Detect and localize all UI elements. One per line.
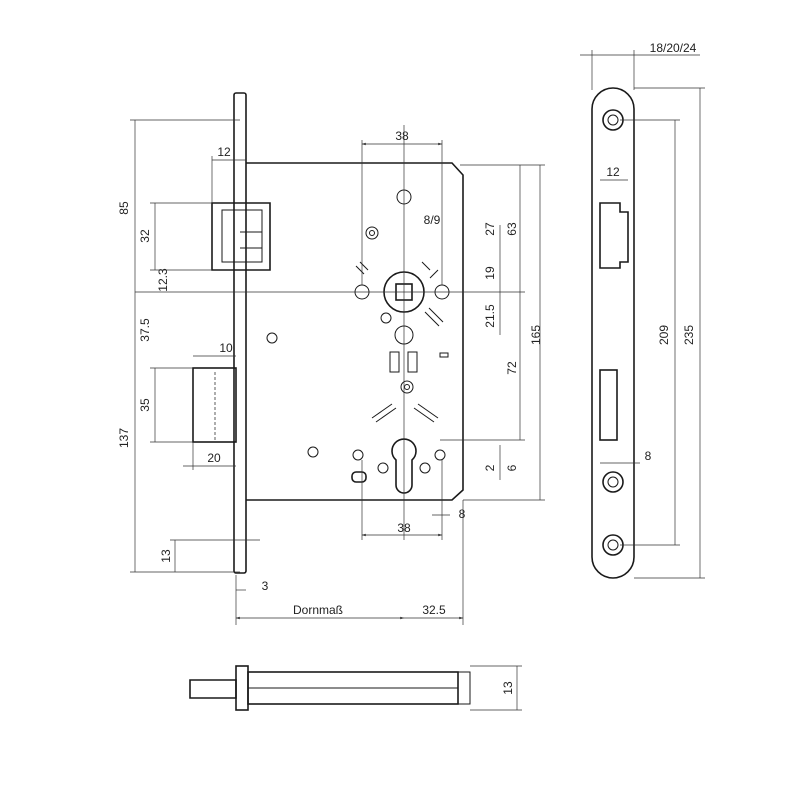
plate-latch-opening	[599, 202, 629, 269]
label-72: 72	[505, 361, 519, 375]
label-27: 27	[483, 222, 497, 236]
label-21-5: 21.5	[483, 304, 497, 328]
label-12-latch: 12	[217, 145, 231, 159]
label-10: 10	[219, 341, 233, 355]
label-6: 6	[505, 464, 519, 471]
lock-case	[246, 162, 464, 501]
hole-cyl-small-left	[377, 462, 389, 474]
rivet-left	[266, 332, 278, 344]
rivet-upper-left-center	[369, 230, 375, 236]
latch-bolt	[211, 202, 271, 271]
label-137: 137	[117, 428, 131, 448]
label-3: 3	[262, 579, 269, 593]
side-case-end	[457, 671, 471, 705]
label-8-plate: 8	[645, 449, 652, 463]
label-32-5: 32.5	[422, 603, 446, 617]
label-8-bottom: 8	[459, 507, 466, 521]
label-12-plate: 12	[606, 165, 620, 179]
dimension-lines	[130, 119, 545, 625]
plate-screw-mid	[602, 471, 624, 493]
label-32: 32	[138, 229, 152, 243]
plate-bolt-opening	[599, 369, 618, 441]
latch-detail	[221, 209, 263, 263]
label-35: 35	[138, 398, 152, 412]
label-13-side: 13	[501, 681, 515, 695]
label-38-top: 38	[395, 129, 409, 143]
label-37-5: 37.5	[138, 318, 152, 342]
lock-front-view	[135, 92, 525, 574]
slot-marks-lower	[371, 403, 439, 423]
plate-screw-mid-inner	[607, 476, 619, 488]
label-235: 235	[682, 325, 696, 345]
hole-cyl-left	[352, 449, 364, 461]
plate-screw-bottom-inner	[607, 539, 619, 551]
rivet-upper-left	[365, 226, 379, 240]
hole-cyl-small-right	[419, 462, 431, 474]
rivet-lower-center	[404, 384, 410, 390]
dimension-labels: Dornmaß 32.5 3 13 137 85 32 12.3 12 37.5…	[117, 41, 697, 695]
label-12-3: 12.3	[156, 268, 170, 292]
label-2: 2	[483, 464, 497, 471]
label-20: 20	[207, 451, 221, 465]
lock-side-view	[189, 665, 522, 711]
strike-plate-view	[580, 50, 705, 579]
side-forend	[235, 665, 249, 711]
strike-plate-outline	[591, 87, 635, 579]
label-209: 209	[657, 325, 671, 345]
label-8-9: 8/9	[424, 213, 441, 227]
label-165: 165	[529, 325, 543, 345]
label-19: 19	[483, 266, 497, 280]
cylinder-cutout	[391, 438, 417, 494]
label-backset: Dornmaß	[293, 603, 343, 617]
side-latch	[189, 679, 237, 699]
label-38-bottom: 38	[397, 521, 411, 535]
slot-marks-upper	[355, 261, 444, 327]
dead-bolt	[192, 367, 237, 443]
cam-stop	[351, 471, 367, 483]
label-18-20-24: 18/20/24	[650, 41, 697, 55]
plate-screw-top-inner	[607, 114, 619, 126]
small-tab	[439, 352, 449, 358]
label-13-face: 13	[159, 549, 173, 563]
hole-cyl-right	[434, 449, 446, 461]
rivet-lower	[400, 380, 414, 394]
label-63: 63	[505, 222, 519, 236]
forend-plate	[233, 92, 247, 574]
rivet-middle	[380, 312, 392, 324]
lever-right	[407, 351, 418, 373]
label-85: 85	[117, 201, 131, 215]
rivet-bottom-left	[307, 446, 319, 458]
lever-left	[389, 351, 400, 373]
